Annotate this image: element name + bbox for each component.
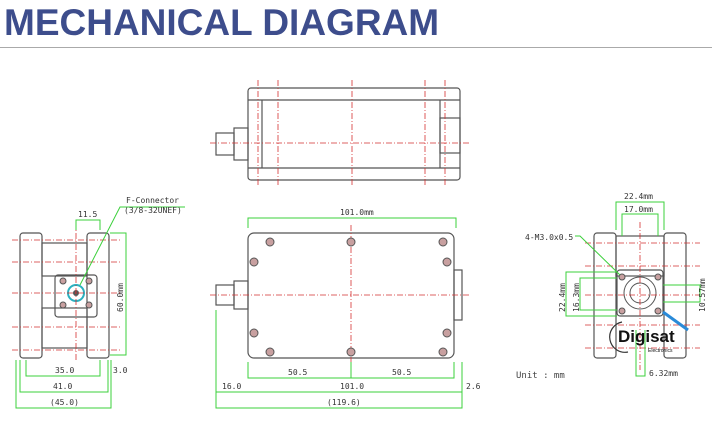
dim-side-height: 60.0mm <box>116 283 125 312</box>
front-view: 101.0mm 50.5 50.5 101.0 16.0 2.6 (119.6) <box>210 208 481 409</box>
dim-front-connector: 16.0 <box>222 382 241 391</box>
screw-label: 4-M3.0x0.5 <box>525 233 573 242</box>
top-view <box>210 80 470 186</box>
end-view: 22.4mm 17.0mm 4-M3.0x0.5 22.4mm 16.3mm 1… <box>525 192 707 378</box>
logo-text: Digisat <box>618 327 675 346</box>
dim-end-right: 10.57mm <box>698 278 707 312</box>
dim-front-total: (119.6) <box>327 398 361 407</box>
dim-side-total: (45.0) <box>50 398 79 407</box>
connector-spec: (3/8-32UNEF) <box>124 206 182 215</box>
digisat-logo: Digisat Electronics <box>609 310 689 354</box>
dim-front-right: 2.6 <box>466 382 481 391</box>
unit-label: Unit : mm <box>516 371 565 381</box>
dim-end-v-outer: 22.4mm <box>558 283 567 312</box>
dim-side-top: 11.5 <box>78 210 97 219</box>
dim-side-offset: 3.0 <box>113 366 128 375</box>
dim-end-bottom: 6.32mm <box>649 369 678 378</box>
dim-front-half-right: 50.5 <box>392 368 411 377</box>
dim-side-width: 41.0 <box>53 382 72 391</box>
dim-end-outer: 22.4mm <box>624 192 653 201</box>
title-divider <box>0 47 712 48</box>
side-view: 11.5 F-Connector (3/8-32UNEF) 60.0mm 35.… <box>12 196 185 409</box>
logo-sub: Electronics <box>648 348 673 354</box>
dim-side-inner: 35.0 <box>55 366 74 375</box>
dim-front-body: 101.0 <box>340 382 364 391</box>
page-title: MECHANICAL DIAGRAM <box>4 2 440 43</box>
dim-end-inner: 17.0mm <box>624 205 653 214</box>
dim-end-v-inner: 16.3mm <box>572 283 581 312</box>
dim-front-top: 101.0mm <box>340 208 374 217</box>
connector-label: F-Connector <box>126 196 179 205</box>
dim-front-half-left: 50.5 <box>288 368 307 377</box>
